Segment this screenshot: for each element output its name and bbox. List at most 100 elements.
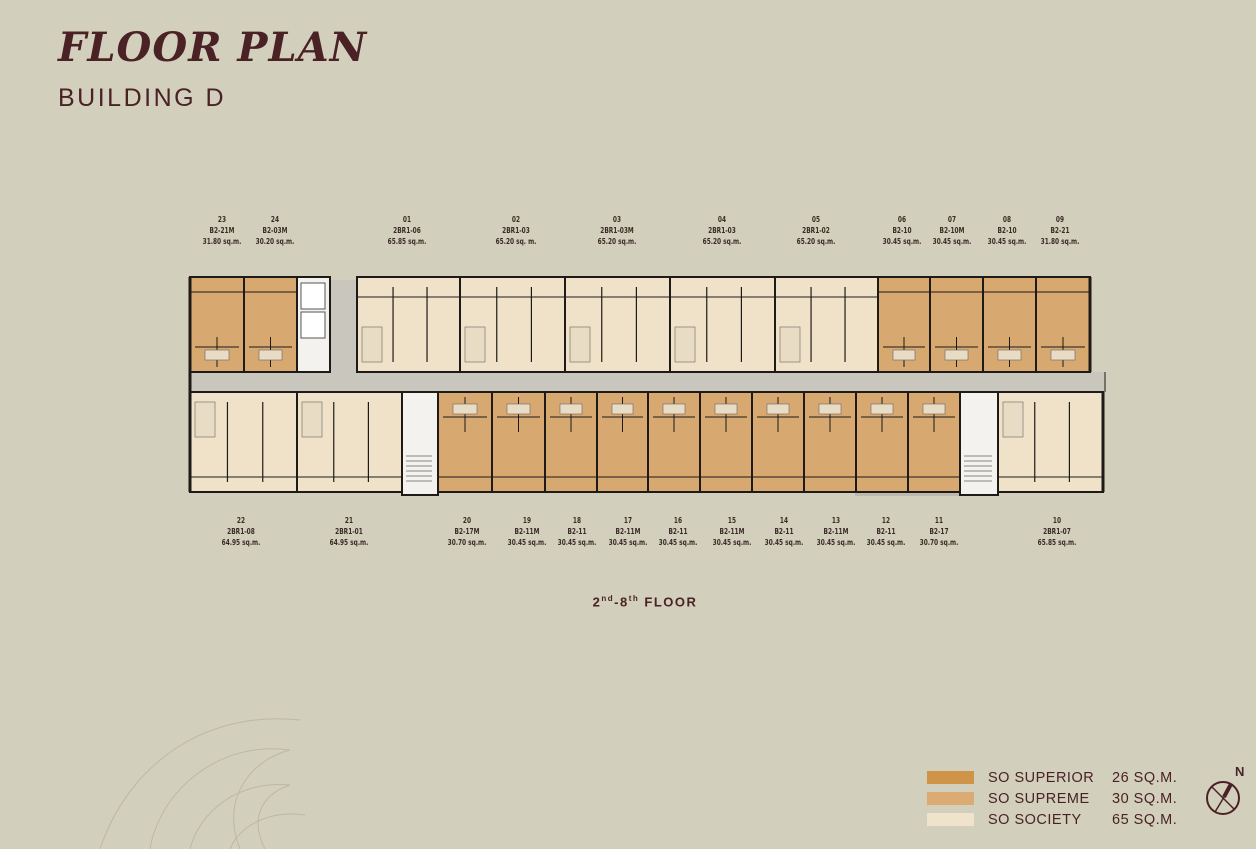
unit-area: 31.80 sq.m.: [202, 237, 242, 246]
bathroom: [674, 326, 696, 363]
unit-no: 03: [612, 215, 622, 224]
unit-type: B2-11: [668, 527, 688, 536]
legend-size: 65 SQ.M.: [1112, 811, 1178, 828]
unit-type: 2BR1-02: [802, 226, 830, 235]
bathroom: [766, 403, 790, 415]
floor-start: 2: [592, 594, 602, 610]
unit-no: 10: [1052, 516, 1062, 525]
unit-no: 06: [897, 215, 907, 224]
unit-area: 30.20 sq.m.: [255, 237, 295, 246]
bathroom: [611, 403, 634, 415]
legend: SO SUPERIOR 26 SQ.M. SO SUPREME 30 SQ.M. S…: [927, 767, 1177, 830]
floor-word: FLOOR: [639, 594, 698, 610]
bathroom: [464, 326, 486, 363]
page-title: FLOOR PLAN: [58, 24, 368, 71]
floor-label: 2nd-8th FLOOR: [560, 594, 730, 609]
unit-type: 2BR1-03: [708, 226, 736, 235]
unit-type: B2-11M: [719, 527, 745, 536]
bathroom: [258, 349, 283, 361]
corridor-connector: [330, 280, 357, 372]
bathroom: [892, 349, 916, 361]
unit-area: 30.70 sq.m.: [447, 538, 487, 547]
bathroom: [1050, 349, 1076, 361]
unit-type: B2-11: [567, 527, 587, 536]
unit-label-01: 01 2BR1-06 65.85 sq.m.: [380, 214, 435, 247]
elevator-shaft: [300, 311, 326, 339]
legend-name: SO SUPREME: [988, 790, 1090, 807]
unit-area: 30.45 sq.m.: [764, 538, 804, 547]
unit-area: 31.80 sq.m.: [1040, 237, 1080, 246]
legend-size: 26 SQ.M.: [1112, 769, 1178, 786]
unit-area: 65.85 sq.m.: [387, 237, 427, 246]
unit-no: 20: [462, 516, 472, 525]
unit-area: 30.45 sq.m.: [557, 538, 597, 547]
bathroom: [714, 403, 738, 415]
unit-type: B2-11: [876, 527, 896, 536]
bathroom: [1002, 401, 1024, 438]
unit-no: 07: [947, 215, 957, 224]
legend-item-supreme: SO SUPREME 30 SQ.M.: [927, 788, 1177, 809]
bathroom: [361, 326, 383, 363]
unit-type: B2-10: [892, 226, 912, 235]
unit-no: 12: [881, 516, 891, 525]
unit-type: 2BR1-08: [227, 527, 255, 536]
unit-type: 2BR1-06: [393, 226, 421, 235]
unit-no: 19: [522, 516, 532, 525]
unit-no: 01: [402, 215, 412, 224]
legend-name: SO SOCIETY: [988, 811, 1082, 828]
unit-area: 30.45 sq.m.: [507, 538, 547, 547]
unit-label-10: 10 2BR1-07 65.85 sq.m.: [1030, 515, 1085, 548]
legend-item-society: SO SOCIETY 65 SQ.M.: [927, 809, 1177, 830]
bathroom: [559, 403, 583, 415]
unit-area: 30.45 sq.m.: [658, 538, 698, 547]
corridor: [190, 372, 1105, 392]
unit-type: B2-11M: [823, 527, 849, 536]
bathroom: [569, 326, 591, 363]
unit-area: 65.20 sq.m.: [597, 237, 637, 246]
floor-end-suffix: th: [628, 594, 640, 603]
unit-09: [1035, 276, 1091, 373]
legend-size: 30 SQ.M.: [1112, 790, 1178, 807]
unit-no: 14: [779, 516, 789, 525]
bathroom: [779, 326, 801, 363]
stairwell-east: [959, 391, 999, 496]
unit-type: 2BR1-07: [1043, 527, 1071, 536]
compass-north-label: N: [1235, 764, 1244, 779]
unit-area: 65.85 sq.m.: [1037, 538, 1077, 547]
unit-no: 21: [344, 516, 354, 525]
unit-no: 15: [727, 516, 737, 525]
wave-decoration: [99, 718, 306, 849]
unit-area: 30.45 sq.m.: [712, 538, 752, 547]
legend-name: SO SUPERIOR: [988, 769, 1095, 786]
unit-type: 2BR1-01: [335, 527, 363, 536]
bathroom: [506, 403, 531, 415]
bathroom: [204, 349, 230, 361]
legend-swatch: [927, 792, 974, 805]
unit-no: 09: [1055, 215, 1065, 224]
unit-type: B2-11M: [615, 527, 641, 536]
compass-icon: N: [1206, 764, 1244, 815]
bathroom: [997, 349, 1022, 361]
legend-item-superior: SO SUPERIOR 26 SQ.M.: [927, 767, 1177, 788]
unit-no: 23: [217, 215, 227, 224]
unit-type: B2-17: [929, 527, 949, 536]
legend-swatch: [927, 771, 974, 784]
unit-area: 30.45 sq.m.: [866, 538, 906, 547]
bathroom: [452, 403, 478, 415]
unit-no: 24: [270, 215, 280, 224]
unit-type: B2-10: [997, 226, 1017, 235]
unit-type: 2BR1-03: [502, 226, 530, 235]
